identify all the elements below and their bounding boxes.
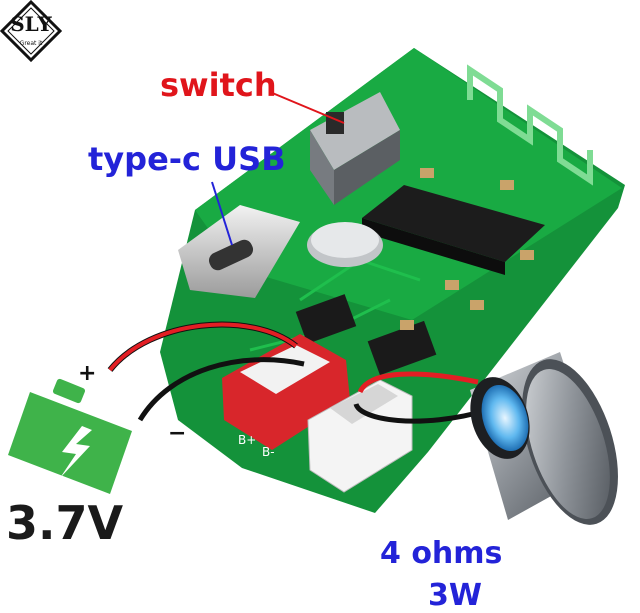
lightning-bolt-icon	[60, 426, 92, 478]
antenna-trace	[467, 64, 593, 186]
brand-logo	[0, 0, 63, 63]
slide-switch	[269, 91, 400, 205]
switch-label: switch	[160, 66, 277, 104]
small-chips	[295, 168, 534, 376]
pad-plus-label: B+	[238, 433, 256, 447]
usb-label: type-c USB	[88, 140, 286, 178]
speaker-watts-label: 3W	[428, 578, 482, 613]
speaker-wires	[353, 371, 489, 424]
speaker-icon	[470, 352, 618, 525]
speaker-ohms-label: 4 ohms	[380, 536, 503, 571]
pad-minus-label: B-	[262, 445, 275, 459]
logo-tagline: Great it	[19, 40, 43, 47]
battery-wires	[107, 321, 305, 422]
logo-text: SLY	[10, 12, 52, 36]
battery-minus-sign: −	[168, 421, 186, 446]
crystal-oscillator	[307, 222, 383, 267]
amplifier-chip	[362, 185, 545, 275]
battery-connector	[222, 334, 350, 450]
voltage-label: 3.7V	[6, 496, 124, 550]
battery-icon: + −	[8, 361, 186, 494]
battery-plus-sign: +	[78, 361, 96, 386]
usb-c-port	[178, 181, 300, 298]
